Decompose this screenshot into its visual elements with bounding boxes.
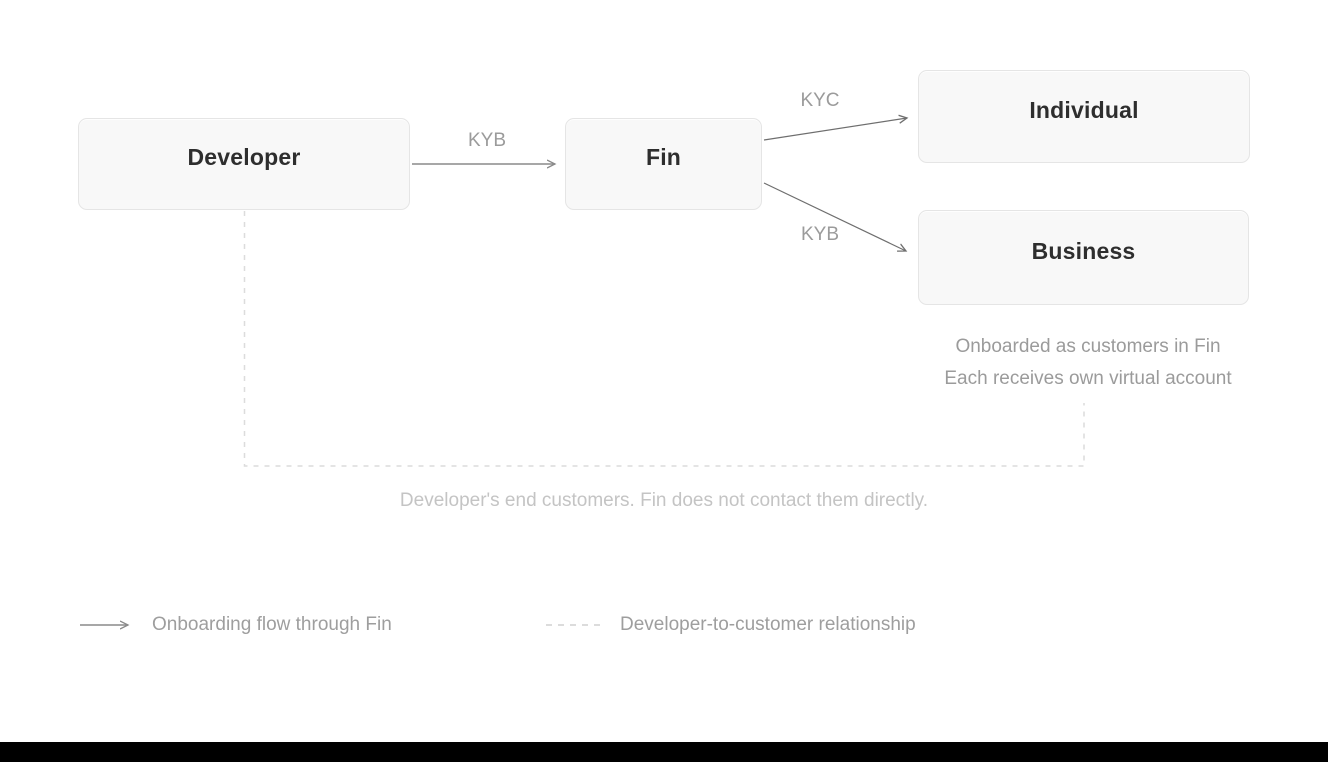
edge-label-kyc-fin-individual: KYC xyxy=(800,90,840,111)
edge-label-kyb-fin-business: KYB xyxy=(800,224,840,245)
note-onboarded-line2: Each receives own virtual account xyxy=(944,368,1232,389)
node-individual-label: Individual xyxy=(1029,96,1139,123)
node-business-label: Business xyxy=(1031,237,1136,264)
node-fin: Fin xyxy=(565,118,762,210)
legend-dashed-label: Developer-to-customer relationship xyxy=(620,614,916,635)
node-business: Business xyxy=(918,210,1249,305)
node-developer: Developer xyxy=(78,118,410,210)
legend-solid-label: Onboarding flow through Fin xyxy=(152,614,392,635)
edge-label-kyb-developer-fin: KYB xyxy=(467,130,507,151)
edge-fin-to-individual xyxy=(763,118,907,141)
note-end-customers: Developer's end customers. Fin does not … xyxy=(399,490,929,511)
node-developer-label: Developer xyxy=(187,144,301,170)
note-onboarded-line1: Onboarded as customers in Fin xyxy=(955,336,1221,357)
node-fin-label: Fin xyxy=(645,144,682,170)
node-individual: Individual xyxy=(918,70,1250,163)
note-onboarded-customers: Onboarded as customers in Fin Each recei… xyxy=(918,331,1258,395)
bottom-black-bar xyxy=(0,742,1328,762)
